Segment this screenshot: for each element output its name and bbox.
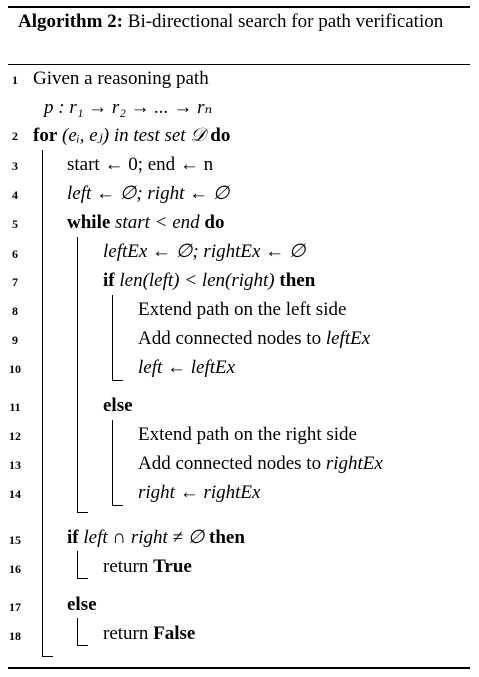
else-return-bar	[77, 618, 88, 646]
top-rule	[8, 6, 470, 8]
algorithm-label: Algorithm 2:	[18, 11, 124, 32]
line-7: if len(left) < len(right) then	[103, 270, 316, 291]
line-14: right ← rightEx	[138, 482, 261, 503]
line-number: 1	[12, 73, 18, 87]
for-block-bar	[42, 150, 53, 657]
line-1: Given a reasoning path	[33, 68, 209, 89]
line-13: Add connected nodes to rightEx	[138, 453, 383, 474]
line-number: 9	[12, 333, 18, 347]
line-number: 7	[12, 275, 18, 289]
line-2: for (eᵢ, eⱼ) in test set 𝒟 do	[33, 125, 231, 146]
if-return-bar	[77, 551, 88, 579]
while-block-bar	[77, 237, 88, 513]
line-number: 14	[9, 487, 21, 501]
line-11: else	[103, 395, 133, 416]
line-number: 15	[9, 533, 21, 547]
line-number: 13	[9, 458, 21, 472]
then-block-bar	[112, 295, 123, 381]
else-block-bar	[112, 420, 123, 506]
algorithm-name: Bi-directional search for path verificat…	[127, 11, 444, 32]
line-9: Add connected nodes to leftEx	[138, 328, 371, 349]
line-number: 5	[12, 217, 18, 231]
bottom-rule	[8, 667, 470, 669]
algorithm-title: Algorithm 2: Bi-directional search for p…	[18, 8, 458, 36]
line-number: 17	[9, 600, 21, 614]
line-number: 11	[9, 400, 21, 414]
line-10: left ← leftEx	[138, 357, 236, 378]
line-number: 6	[12, 247, 18, 261]
line-17: else	[67, 594, 97, 615]
line-number: 2	[12, 129, 18, 143]
line-5: while start < end do	[67, 212, 225, 233]
line-12: Extend path on the right side	[138, 424, 357, 445]
line-number: 4	[12, 188, 18, 202]
line-15: if left ∩ right ≠ ∅ then	[67, 527, 245, 548]
line-number: 12	[9, 429, 21, 443]
line-4: left ← ∅; right ← ∅	[67, 183, 230, 204]
line-8: Extend path on the left side	[138, 299, 347, 320]
line-1-path: p : r₁ → r₂ → ... → rₙ	[44, 97, 213, 118]
line-number: 10	[9, 362, 21, 376]
line-number: 3	[12, 159, 18, 173]
line-16: return True	[103, 556, 192, 577]
title-rule	[8, 64, 470, 65]
line-number: 16	[9, 562, 21, 576]
line-18: return False	[103, 623, 196, 644]
line-3: start ← 0; end ← n	[67, 154, 214, 175]
line-number: 8	[12, 304, 18, 318]
line-6: leftEx ← ∅; rightEx ← ∅	[103, 241, 306, 262]
line-number: 18	[9, 629, 21, 643]
